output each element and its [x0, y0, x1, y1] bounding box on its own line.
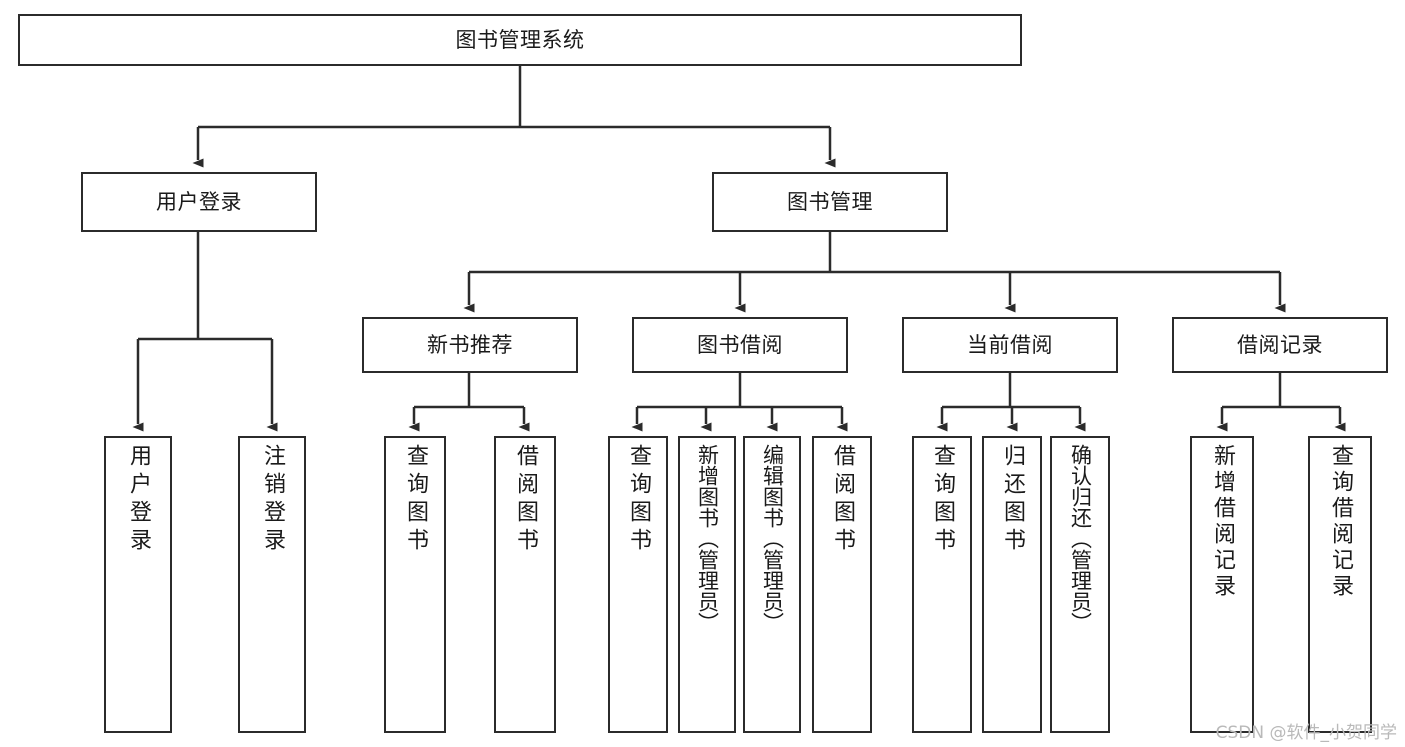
leaf-add-borrow-record-label: 新增借阅记录 [1210, 444, 1235, 600]
leaf-add-book-admin[interactable]: 新增图书（管理员） [678, 436, 736, 733]
leaf-borrow-book-label: 借阅图书 [830, 444, 855, 556]
leaf-add-borrow-record[interactable]: 新增借阅记录 [1190, 436, 1254, 733]
leaf-logout[interactable]: 注销登录 [238, 436, 306, 733]
leaf-borrow-book-recommend-label: 借阅图书 [513, 444, 538, 556]
node-book-management-label: 图书管理 [787, 189, 873, 214]
node-borrow-record[interactable]: 借阅记录 [1172, 317, 1388, 373]
leaf-query-book-borrow[interactable]: 查询图书 [608, 436, 668, 733]
node-book-borrow-label: 图书借阅 [697, 332, 783, 357]
leaf-query-book-current-label: 查询图书 [930, 444, 955, 556]
leaf-edit-book-admin[interactable]: 编辑图书（管理员） [743, 436, 801, 733]
node-root-system-label: 图书管理系统 [455, 27, 585, 52]
leaf-return-book[interactable]: 归还图书 [982, 436, 1042, 733]
leaf-query-book-recommend[interactable]: 查询图书 [384, 436, 446, 733]
leaf-query-borrow-record[interactable]: 查询借阅记录 [1308, 436, 1372, 733]
node-new-book-recommend-label: 新书推荐 [427, 332, 513, 357]
leaf-query-book-borrow-label: 查询图书 [626, 444, 651, 556]
node-user-login[interactable]: 用户登录 [81, 172, 317, 232]
node-borrow-record-label: 借阅记录 [1237, 332, 1323, 357]
leaf-borrow-book[interactable]: 借阅图书 [812, 436, 872, 733]
node-current-borrow-label: 当前借阅 [967, 332, 1053, 357]
leaf-query-borrow-record-label: 查询借阅记录 [1328, 444, 1353, 600]
leaf-user-login-label: 用户登录 [126, 444, 151, 556]
node-new-book-recommend[interactable]: 新书推荐 [362, 317, 578, 373]
leaf-user-login[interactable]: 用户登录 [104, 436, 172, 733]
node-book-borrow[interactable]: 图书借阅 [632, 317, 848, 373]
csdn-watermark: CSDN @软件_小贺同学 [1215, 723, 1397, 743]
node-book-management[interactable]: 图书管理 [712, 172, 948, 232]
leaf-add-book-admin-label: 新增图书（管理员） [695, 444, 720, 633]
leaf-query-book-recommend-label: 查询图书 [403, 444, 428, 556]
leaf-confirm-return-admin[interactable]: 确认归还（管理员） [1050, 436, 1110, 733]
leaf-query-book-current[interactable]: 查询图书 [912, 436, 972, 733]
leaf-edit-book-admin-label: 编辑图书（管理员） [760, 444, 785, 633]
node-root-system[interactable]: 图书管理系统 [18, 14, 1022, 66]
leaf-borrow-book-recommend[interactable]: 借阅图书 [494, 436, 556, 733]
leaf-logout-label: 注销登录 [260, 444, 285, 556]
leaf-confirm-return-admin-label: 确认归还（管理员） [1068, 444, 1093, 633]
node-current-borrow[interactable]: 当前借阅 [902, 317, 1118, 373]
node-user-login-label: 用户登录 [156, 189, 242, 214]
leaf-return-book-label: 归还图书 [1000, 444, 1025, 556]
